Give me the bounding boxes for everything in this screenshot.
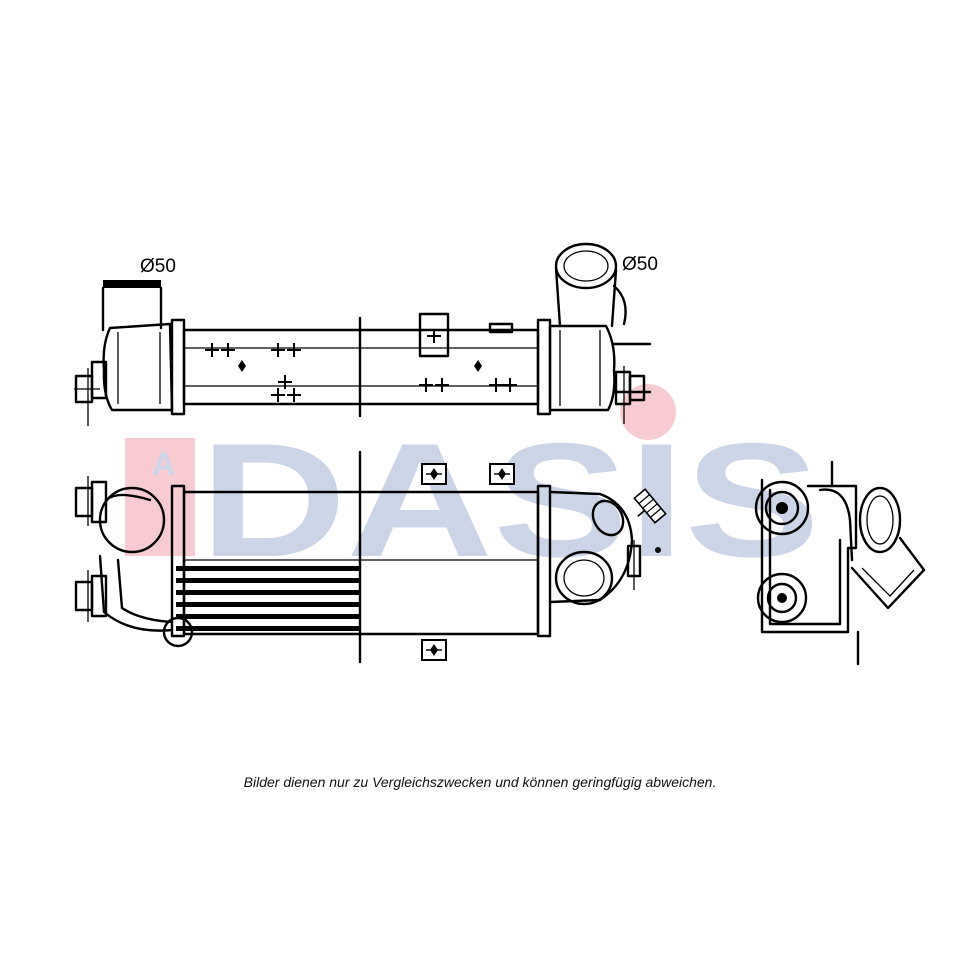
mount-bracket-icon bbox=[421, 463, 447, 485]
cooling-fins bbox=[176, 566, 360, 631]
disclaimer-text: Bilder dienen nur zu Vergleichszwecken u… bbox=[243, 774, 717, 790]
front-view bbox=[74, 450, 667, 664]
top-view bbox=[74, 242, 652, 426]
outlet-diameter-label: Ø50 bbox=[622, 254, 658, 275]
side-view bbox=[754, 460, 926, 666]
inlet-diameter-label: Ø50 bbox=[140, 256, 176, 277]
watermark-prefix: A bbox=[152, 446, 175, 482]
watermark-logo: A DASIS bbox=[125, 384, 820, 591]
watermark-text: DASIS bbox=[200, 410, 820, 591]
